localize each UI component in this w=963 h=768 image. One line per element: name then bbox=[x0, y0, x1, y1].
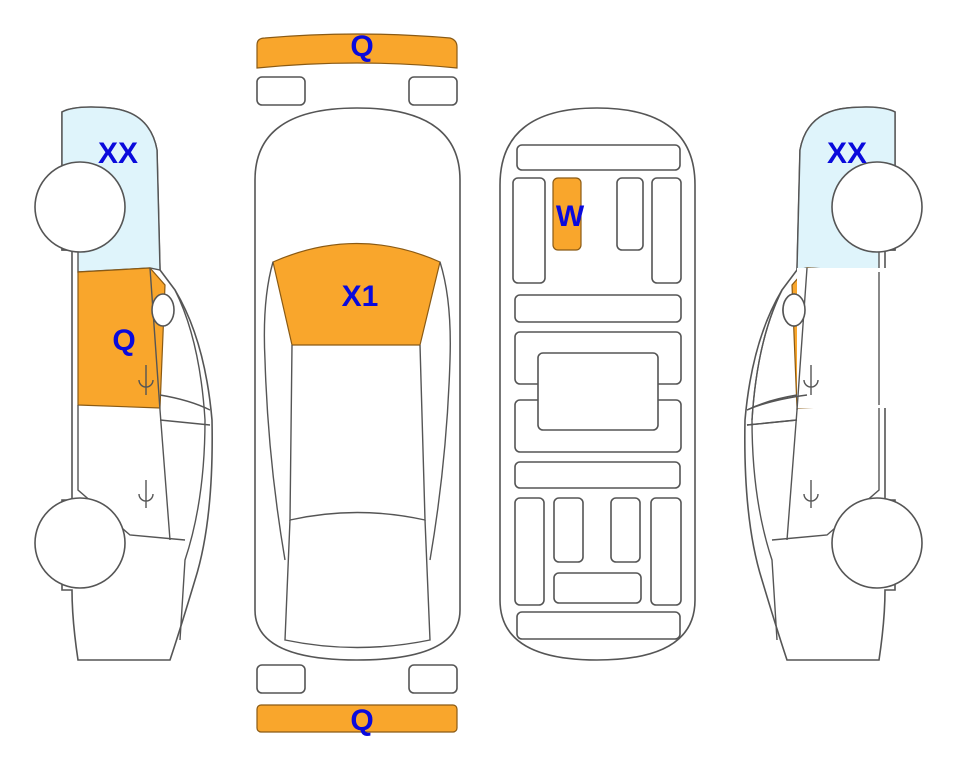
side-contour bbox=[174, 289, 206, 641]
mirror-line bbox=[159, 394, 211, 426]
top-body-outline bbox=[254, 107, 461, 661]
top-view bbox=[254, 33, 461, 733]
underbody-view bbox=[499, 107, 696, 661]
underbody-panel bbox=[516, 611, 681, 640]
underbody-label: W bbox=[556, 200, 585, 233]
headlight-left bbox=[256, 76, 306, 106]
underbody-center-panel bbox=[537, 352, 659, 431]
taillight-left bbox=[256, 664, 306, 694]
windshield-label: X1 bbox=[342, 280, 379, 313]
rear-wheel bbox=[34, 497, 126, 589]
right-door-mask bbox=[797, 268, 887, 408]
left-side-view bbox=[34, 106, 213, 661]
underbody-panel bbox=[610, 497, 641, 563]
side-mirror bbox=[151, 293, 175, 327]
underbody-panel bbox=[650, 497, 682, 606]
underbody-panel bbox=[516, 144, 681, 171]
left-front-door-damage[interactable] bbox=[77, 267, 166, 409]
underbody-panel bbox=[616, 177, 644, 251]
windshield-damage[interactable] bbox=[272, 242, 441, 346]
underbody-panel bbox=[553, 572, 642, 604]
pillars bbox=[263, 261, 451, 561]
door-handle-icon bbox=[138, 480, 154, 508]
underbody-panel bbox=[514, 294, 682, 323]
taillight-right bbox=[408, 664, 458, 694]
left-glass-label: XX bbox=[98, 137, 138, 170]
right-side-mirror bbox=[782, 293, 806, 327]
door-handle-icon bbox=[138, 365, 154, 395]
right-side-contour bbox=[751, 289, 783, 421]
right-glass-label: XX bbox=[827, 137, 867, 170]
underbody-panel bbox=[512, 177, 546, 284]
front-wheel bbox=[34, 161, 126, 253]
door-handle-icon bbox=[803, 365, 819, 395]
underbody-damage[interactable] bbox=[552, 177, 582, 251]
front-bumper-damage[interactable] bbox=[256, 33, 458, 69]
left-door-label: Q bbox=[112, 324, 135, 357]
rear-bumper-damage[interactable] bbox=[256, 704, 458, 733]
rear-window bbox=[284, 519, 431, 649]
underbody-panel bbox=[553, 497, 584, 563]
front-bumper-label: Q bbox=[350, 30, 373, 63]
underbody-panel bbox=[651, 177, 682, 284]
rear-bumper-label: Q bbox=[350, 704, 373, 737]
underbody-panel bbox=[514, 461, 681, 489]
underbody-panel bbox=[514, 497, 545, 606]
roof-outline bbox=[289, 344, 426, 521]
headlight-right bbox=[408, 76, 458, 106]
right-door-lines bbox=[746, 267, 880, 426]
